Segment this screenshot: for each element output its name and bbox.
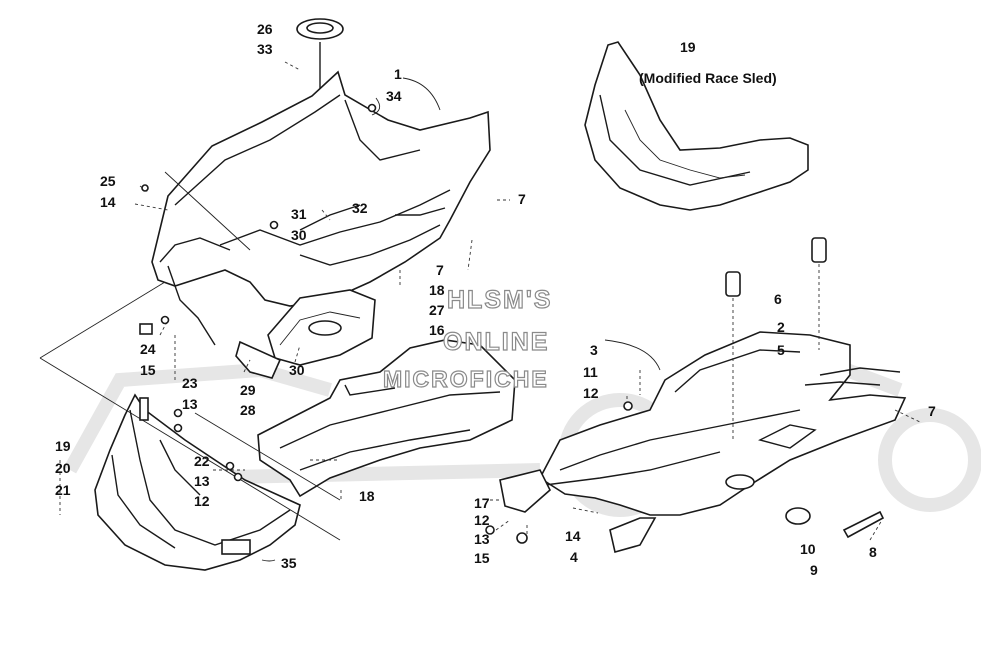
part-upper-belly-pan [151,70,491,346]
part-right-side-pan [538,331,907,516]
callout-33: 33 [257,41,273,57]
hardware-fasteners [139,103,633,544]
callout-22: 22 [194,453,210,469]
watermark-line-3: MICROFICHE [382,365,549,392]
part-trim-strip [785,507,885,539]
callout-28: 28 [240,402,256,418]
callout-17: 17 [474,495,490,511]
callout-13: 13 [182,396,198,412]
callout-14: 14 [565,528,581,544]
callout-2: 2 [777,319,785,335]
part-deflector [609,517,657,553]
callout-35: 35 [281,555,297,571]
callout-13: 13 [194,473,210,489]
assembly-bracket-lines [39,171,341,541]
callout-1: 1 [394,66,402,82]
callout-13: 13 [474,531,490,547]
variant-part-number: 19 [680,39,696,55]
callout-30: 30 [291,227,307,243]
callout-21: 21 [55,482,71,498]
part-front-nose-bumper [94,393,301,571]
watermark-line-1: HLSM'S [446,285,553,314]
callout-3: 3 [590,342,598,358]
callout-9: 9 [810,562,818,578]
callout-24: 24 [140,341,156,357]
callout-12: 12 [194,493,210,509]
leader-lines [59,61,921,562]
watermark-line-2: ONLINE [442,327,550,356]
part-race-sled-nose [584,41,809,211]
callout-25: 25 [100,173,116,189]
callout-16: 16 [429,322,445,338]
callout-12: 12 [583,385,599,401]
callout-6: 6 [774,291,782,307]
callout-8: 8 [869,544,877,560]
part-clips [725,237,827,440]
callout-32: 32 [352,200,368,216]
callout-7: 7 [518,191,526,207]
callout-4: 4 [570,549,578,565]
callout-23: 23 [182,375,198,391]
callout-30: 30 [289,362,305,378]
callout-15: 15 [140,362,156,378]
part-skid-plate [257,339,516,498]
callout-12: 12 [474,512,490,528]
callout-18: 18 [359,488,375,504]
callout-5: 5 [777,342,785,358]
callout-14: 14 [100,194,116,210]
callout-7: 7 [436,262,444,278]
callout-18: 18 [429,282,445,298]
part-lower-panel [267,289,376,366]
callout-7: 7 [928,403,936,419]
callout-19: 19 [55,438,71,454]
callout-31: 31 [291,206,307,222]
callout-34: 34 [386,88,402,104]
part-bracket [235,340,282,379]
callout-11: 11 [583,364,598,380]
callout-27: 27 [429,302,445,318]
callout-10: 10 [800,541,816,557]
callout-26: 26 [257,21,273,37]
part-mount-bracket [499,469,551,513]
callout-15: 15 [474,550,490,566]
callout-20: 20 [55,460,71,476]
variant-note-text: (Modified Race Sled) [639,70,777,86]
callout-29: 29 [240,382,256,398]
